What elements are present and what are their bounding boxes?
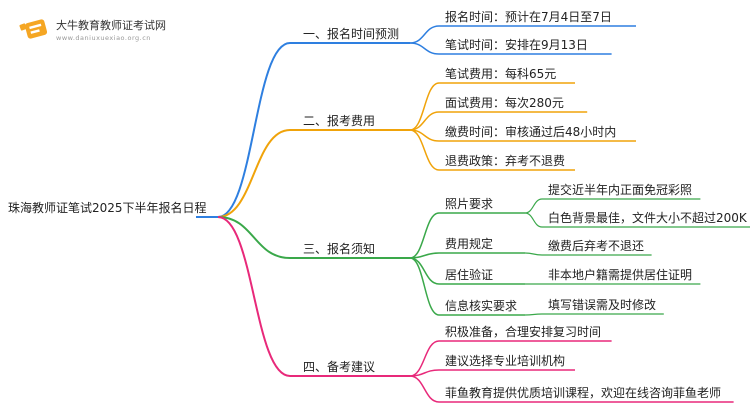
sub-connector [524, 313, 543, 316]
leaf-label: 笔试时间：安排在9月13日 [445, 37, 588, 52]
sub-leaf-label: 填写错误需及时修改 [548, 297, 656, 312]
root-topic: 珠海教师证笔试2025下半年报名日程 [8, 200, 207, 215]
sub-connector [524, 252, 543, 256]
leaf-connector [409, 25, 440, 44]
leaf-connector [409, 111, 440, 131]
leaf-label: 缴费时间：审核通过后48小时内 [445, 124, 616, 139]
leaf-label: 积极准备，合理安排复习时间 [445, 324, 601, 339]
branch-3-label: 三、报名须知 [303, 241, 375, 256]
leaf-label: 退费政策：弃考不退费 [445, 153, 565, 168]
brand-name: 大牛教育教师证考试网 [56, 19, 166, 32]
branch-connector [217, 216, 291, 259]
branch-1-label: 一、报名时间预测 [303, 26, 399, 41]
branch-connector [217, 42, 291, 218]
leaf-label: 报名时间：预计在7月4日至7日 [445, 9, 612, 24]
sub-leaf-label: 缴费后弃考不退还 [548, 238, 644, 253]
branch-2-label: 二、报考费用 [303, 113, 375, 128]
branch-connector [217, 129, 291, 218]
brand-url: www.daniuxuexiao.org.cn [56, 34, 151, 42]
leaf-label: 居住验证 [445, 267, 493, 282]
leaf-label: 费用规定 [445, 236, 493, 251]
leaf-label: 信息核实要求 [445, 298, 517, 313]
leaf-connector [409, 129, 440, 171]
branch-4-label: 四、备考建议 [303, 360, 375, 374]
leaf-connector [409, 82, 440, 131]
sub-connector [524, 212, 543, 228]
brand-logo-icon [18, 14, 52, 48]
sub-leaf-label: 非本地户籍需提供居住证明 [548, 267, 692, 282]
leaf-label: 菲鱼教育提供优质培训课程，欢迎在线咨询菲鱼老师 [445, 385, 721, 400]
leaf-connector [409, 212, 440, 259]
leaf-connector [409, 42, 440, 55]
leaf-connector [409, 340, 440, 377]
branch-connector [217, 216, 291, 377]
leaf-connector [409, 369, 440, 377]
leaf-connector [409, 257, 440, 285]
sub-connector [524, 198, 543, 214]
leaf-label: 笔试费用：每科65元 [445, 66, 556, 81]
leaf-connector [409, 257, 440, 316]
sub-leaf-label: 白色背景最佳，文件大小不超过200K [548, 210, 748, 225]
leaf-label: 建议选择专业培训机构 [445, 353, 565, 368]
leaf-connector [409, 375, 440, 403]
sub-leaf-label: 提交近半年内正面免冠彩照 [548, 182, 692, 197]
leaf-label: 面试费用：每次280元 [445, 95, 564, 110]
leaf-label: 照片要求 [445, 197, 493, 211]
